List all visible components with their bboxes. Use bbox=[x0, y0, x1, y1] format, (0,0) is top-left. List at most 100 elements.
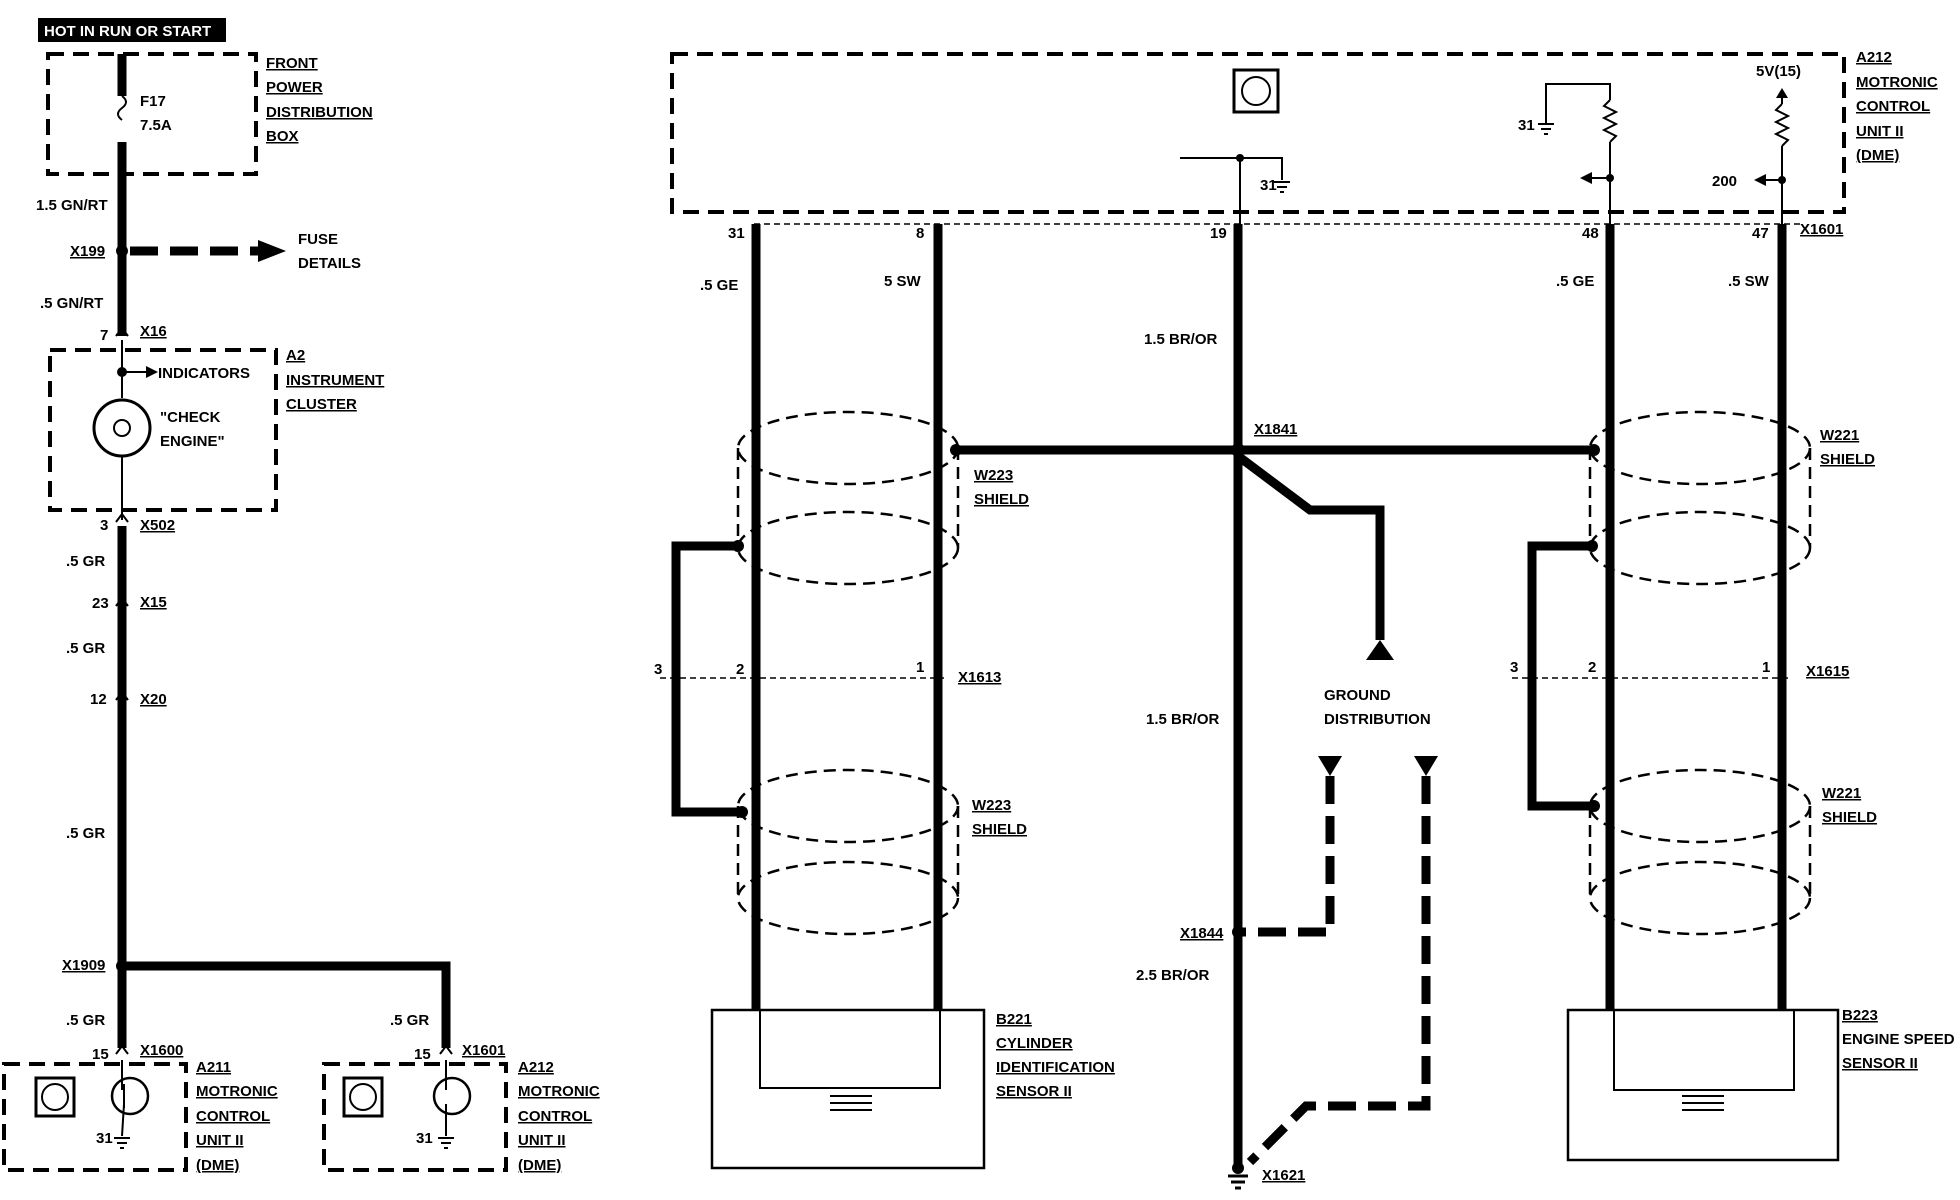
fuse-symbol bbox=[117, 95, 127, 121]
splice-x1909: X1909 bbox=[62, 957, 105, 974]
drain-wire-w221 bbox=[1527, 541, 1594, 811]
a212-top-label-5: (DME) bbox=[1856, 147, 1899, 164]
w223-shield-1-b: SHIELD bbox=[974, 491, 1029, 508]
transistor-icon-a212 bbox=[432, 1076, 472, 1116]
gnd-31b: 31 bbox=[416, 1130, 433, 1147]
a212-top-label-4: UNIT II bbox=[1856, 123, 1904, 140]
arrow-indicators bbox=[146, 366, 158, 378]
pin-19: 19 bbox=[1210, 225, 1227, 242]
b223-label-2: ENGINE SPEED bbox=[1842, 1031, 1955, 1048]
conn-x1600-symbol bbox=[115, 1044, 129, 1055]
wire-gnd-a bbox=[1238, 776, 1335, 937]
a212-label-5: (DME) bbox=[518, 1157, 561, 1174]
fpdb-label-1: FRONT bbox=[266, 55, 318, 72]
ground-icon-mid bbox=[1274, 181, 1290, 193]
conn-x502-symbol bbox=[115, 512, 129, 523]
b223-label-3: SENSOR II bbox=[1842, 1055, 1918, 1072]
w221-shield-2-a: W221 bbox=[1822, 785, 1861, 802]
b223-label-1: B223 bbox=[1842, 1007, 1878, 1024]
conn-x1601-left: X1601 bbox=[462, 1042, 505, 1059]
pin-31: 31 bbox=[728, 225, 745, 242]
ground-icon-a212 bbox=[438, 1137, 454, 1149]
pin-23: 23 bbox=[92, 595, 109, 612]
resistor-47-icon bbox=[1773, 103, 1791, 147]
wire-1-label: 1.5 GN/RT bbox=[36, 197, 108, 214]
a212-dme-box bbox=[670, 52, 1846, 214]
transistor-icon-a211-small bbox=[41, 1083, 69, 1111]
conn-x502: X502 bbox=[140, 517, 175, 534]
lamp-filament-icon bbox=[113, 419, 132, 437]
pin-15b: 15 bbox=[414, 1046, 431, 1063]
shield-w221-upper-top bbox=[1588, 410, 1812, 486]
fpdb-label-2: POWER bbox=[266, 79, 323, 96]
dme-icon-a211 bbox=[34, 1076, 76, 1118]
sensor-b223-box bbox=[1566, 1008, 1840, 1162]
b221-label-4: SENSOR II bbox=[996, 1083, 1072, 1100]
fuse-details-2: DETAILS bbox=[298, 255, 361, 272]
coil-icon-b221 bbox=[830, 1095, 872, 1111]
conn-x16-symbol bbox=[115, 326, 129, 337]
shield-w223-lower-top bbox=[736, 768, 960, 844]
arrow-fuse-details bbox=[258, 240, 286, 262]
conn-x20: X20 bbox=[140, 691, 167, 708]
wire-2-label: .5 GN/RT bbox=[40, 295, 103, 312]
ground-distribution-1: GROUND bbox=[1324, 687, 1391, 704]
int-gnd-19 bbox=[1240, 157, 1283, 180]
fpdb-label-4: BOX bbox=[266, 128, 299, 145]
a211-label-3: CONTROL bbox=[196, 1108, 270, 1125]
wire-br-1-label: 1.5 BR/OR bbox=[1144, 331, 1218, 348]
a211-emitter bbox=[121, 1103, 125, 1137]
coil-icon-b223 bbox=[1682, 1095, 1724, 1111]
sensor-b223-inner bbox=[1613, 1009, 1795, 1091]
indicators-label: INDICATORS bbox=[158, 365, 250, 382]
wire-7-label: .5 GR bbox=[390, 1012, 429, 1029]
pin-15a: 15 bbox=[92, 1046, 109, 1063]
transistor-icon-top bbox=[1241, 76, 1271, 106]
a212-label-1: A212 bbox=[518, 1059, 554, 1076]
ground-node-x1621 bbox=[1232, 1162, 1244, 1174]
a212-top-label-3: CONTROL bbox=[1856, 98, 1930, 115]
wire-ge-left-label: .5 GE bbox=[700, 277, 738, 294]
a2-label-1: A2 bbox=[286, 347, 305, 364]
hot-label-box bbox=[38, 18, 226, 42]
hot-label: HOT IN RUN OR START bbox=[44, 23, 211, 40]
pin-47: 47 bbox=[1752, 225, 1769, 242]
b221-label-2: CYLINDER bbox=[996, 1035, 1073, 1052]
a211-label-2: MOTRONIC bbox=[196, 1083, 278, 1100]
ground-icon-a211 bbox=[114, 1137, 130, 1149]
b221-label-3: IDENTIFICATION bbox=[996, 1059, 1115, 1076]
splice-dot-x199 bbox=[116, 245, 128, 257]
int-arrow-48 bbox=[1580, 172, 1592, 184]
instrument-cluster-box bbox=[48, 348, 278, 512]
conn-x1601-right: X1601 bbox=[1800, 221, 1843, 238]
conn-x16: X16 bbox=[140, 323, 167, 340]
fuse-rating: 7.5A bbox=[140, 117, 172, 134]
conn-x20-symbol bbox=[115, 690, 129, 701]
fpdb-label-3: DISTRIBUTION bbox=[266, 104, 373, 121]
pin-1l: 1 bbox=[916, 659, 924, 676]
arrow-gnd-a bbox=[1318, 756, 1342, 776]
w223-shield-1-a: W223 bbox=[974, 467, 1013, 484]
v5-label: 5V(15) bbox=[1756, 63, 1801, 80]
drain-node-w223-top bbox=[732, 540, 744, 552]
wire-to-a212 bbox=[122, 961, 451, 1048]
conn-x15: X15 bbox=[140, 594, 167, 611]
pin-2l: 2 bbox=[736, 661, 744, 678]
conn-x1601-symbol bbox=[439, 1044, 453, 1055]
front-power-distribution-box bbox=[46, 52, 258, 176]
shield-w221-lower-bot bbox=[1588, 860, 1812, 936]
a212-label-3: CONTROL bbox=[518, 1108, 592, 1125]
pin-48: 48 bbox=[1582, 225, 1599, 242]
pin-3: 3 bbox=[100, 517, 108, 534]
wire-sw-right-label: .5 SW bbox=[1728, 273, 1770, 290]
ground-icon-x1621 bbox=[1228, 1174, 1248, 1190]
splice-x1844: X1844 bbox=[1180, 925, 1224, 942]
w221-shield-1-a: W221 bbox=[1820, 427, 1859, 444]
a211-module-box bbox=[2, 1062, 188, 1172]
pin-1r: 1 bbox=[1762, 659, 1770, 676]
a211-label-4: UNIT II bbox=[196, 1132, 244, 1149]
int-res-48-top bbox=[1545, 83, 1611, 124]
wire-4-label: .5 GR bbox=[66, 640, 105, 657]
ground-distribution-2: DISTRIBUTION bbox=[1324, 711, 1431, 728]
